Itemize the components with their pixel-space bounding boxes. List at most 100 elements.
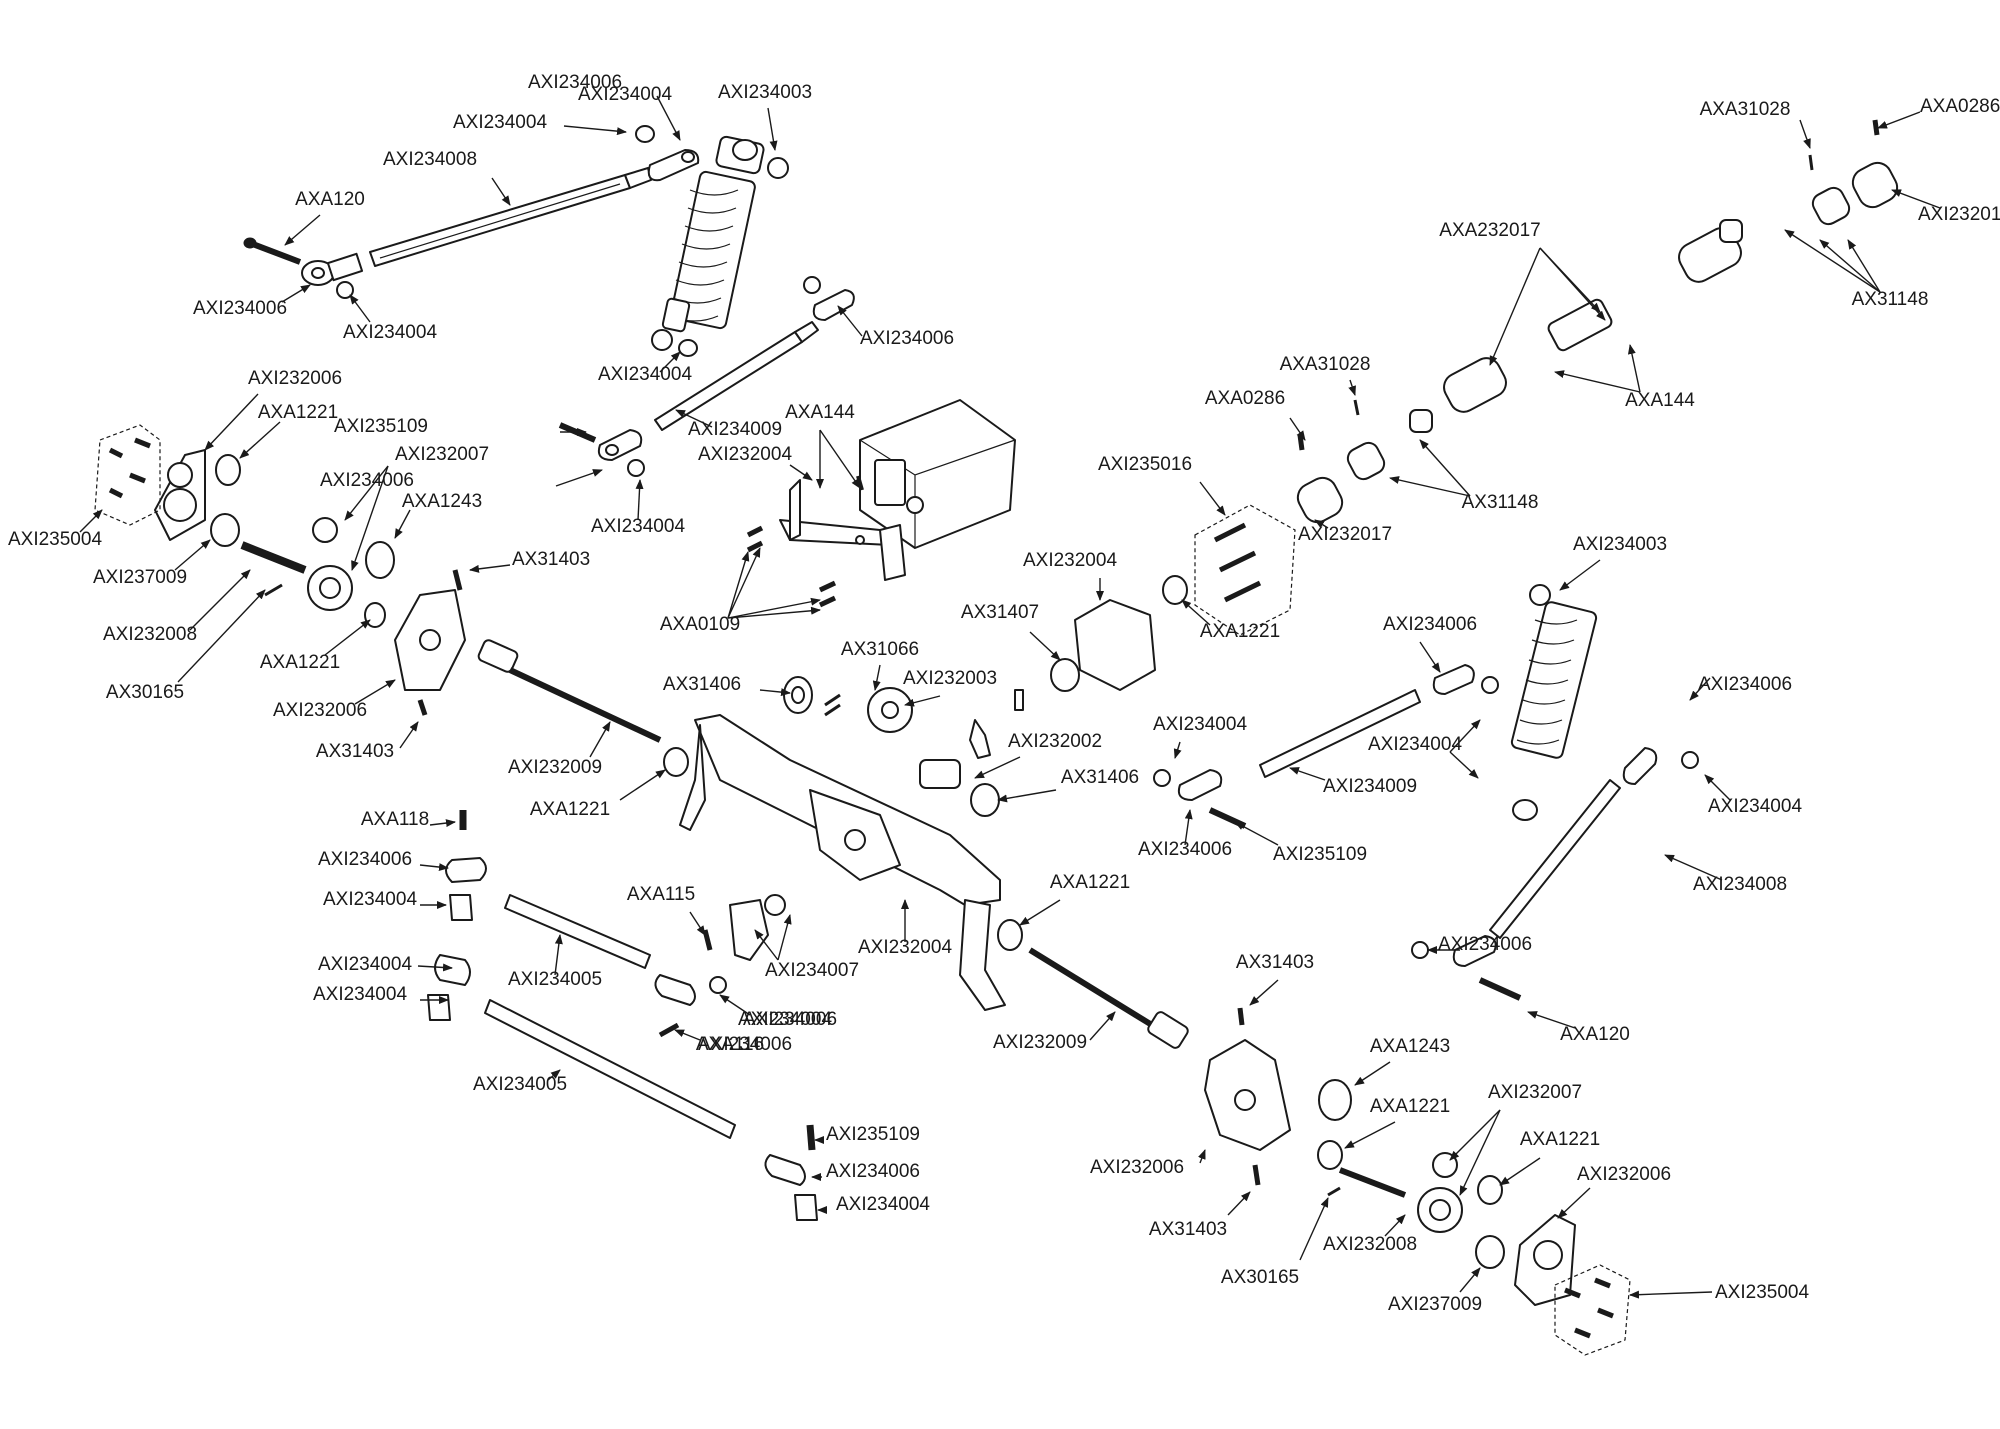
- part-label: AXI232009: [993, 1032, 1087, 1053]
- leader-arrow: [974, 756, 1021, 779]
- part-label: AXI232003: [903, 668, 997, 689]
- part-label: AXI235004: [8, 529, 102, 550]
- part-label: AXI237009: [1388, 1294, 1482, 1315]
- leader-arrow: [1819, 239, 1881, 293]
- leader-arrow: [759, 688, 791, 697]
- part-label: AXI234008: [1693, 874, 1787, 895]
- leader-arrow: [349, 294, 371, 323]
- leader-arrow: [674, 1029, 701, 1041]
- part-label: AXA1221: [258, 402, 338, 423]
- part-label: AXA1221: [1050, 872, 1130, 893]
- part-label: AXI232002: [1008, 731, 1102, 752]
- ring-pinion-gears: [783, 676, 1024, 817]
- link-rod-mid-left: [654, 276, 855, 431]
- part-illustrations: [94, 119, 1899, 1356]
- part-label: AXI234004: [323, 889, 417, 910]
- leader-arrow: [727, 606, 821, 619]
- leader-arrow: [1348, 379, 1356, 396]
- leader-arrow: [324, 619, 371, 656]
- part-label: AXI232004: [1023, 550, 1117, 571]
- leader-arrow: [789, 464, 813, 481]
- leader-arrow: [1877, 111, 1921, 129]
- part-label: AXI234005: [473, 1074, 567, 1095]
- part-label: AXA120: [1560, 1024, 1630, 1045]
- part-label: AXI234006: [860, 328, 954, 349]
- part-label: AXI234004: [591, 516, 685, 537]
- part-label: AXI234004: [1153, 714, 1247, 735]
- part-label: AXI232008: [1323, 1234, 1417, 1255]
- leader-arrow: [491, 177, 511, 206]
- leader-arrow: [1181, 599, 1211, 626]
- leader-arrow: [1799, 119, 1811, 149]
- leader-arrow: [777, 914, 792, 961]
- part-label: AXI234004: [318, 954, 412, 975]
- leader-arrow: [344, 465, 389, 521]
- part-label: AXI235004: [1715, 1282, 1809, 1303]
- leader-arrow: [1784, 229, 1881, 293]
- part-label: AXI234006: [743, 1009, 837, 1030]
- part-label: AXI235109: [1273, 844, 1367, 865]
- part-label: AXA1221: [260, 652, 340, 673]
- part-label: AXI234008: [383, 149, 477, 170]
- leader-arrow: [754, 929, 779, 961]
- leader-arrow: [417, 963, 453, 972]
- part-label: AX31148: [1462, 492, 1539, 513]
- leader-arrow: [689, 911, 706, 936]
- part-label: AXI234004: [1368, 734, 1462, 755]
- part-label: AXA115: [627, 884, 695, 905]
- part-label: AXI234004: [453, 112, 547, 133]
- driveshaft-upper-right: [1296, 119, 1899, 524]
- leader-arrow: [719, 994, 751, 1016]
- part-label: AXA118: [361, 809, 429, 830]
- part-label: AXA144: [785, 402, 855, 423]
- part-label: AXI232017: [1918, 204, 2000, 225]
- part-label: AXI234006: [193, 298, 287, 319]
- part-label: AXI232017: [1298, 524, 1392, 545]
- part-label: AXI235109: [826, 1124, 920, 1145]
- part-label: AXA1221: [1520, 1129, 1600, 1150]
- leader-arrow: [1029, 631, 1061, 661]
- part-label: AXA0286: [1205, 388, 1285, 409]
- leader-arrow: [1234, 821, 1279, 846]
- part-label: AXI234006: [1438, 934, 1532, 955]
- leader-arrow: [767, 107, 778, 151]
- leader-arrow: [354, 679, 396, 705]
- leader-arrow: [819, 429, 861, 489]
- leader-arrow: [1019, 899, 1061, 926]
- leader-arrow: [204, 393, 259, 451]
- part-label: AXI234009: [1323, 776, 1417, 797]
- leader-arrow: [1344, 1121, 1396, 1149]
- leader-arrow: [1389, 476, 1471, 497]
- part-label: AXI235109: [334, 416, 428, 437]
- leader-arrow: [1459, 1267, 1481, 1293]
- part-label: AXI232006: [1090, 1157, 1184, 1178]
- part-label: AXA1221: [1370, 1096, 1450, 1117]
- leader-arrow: [1557, 1187, 1591, 1219]
- part-label: AXI237009: [93, 567, 187, 588]
- leader-arrow: [1199, 481, 1226, 516]
- servo-mount: [779, 479, 906, 581]
- part-label: AXI234006: [1698, 674, 1792, 695]
- rod-end-top: [635, 125, 789, 182]
- leader-arrow: [1704, 774, 1731, 801]
- leader-arrow: [1384, 1214, 1406, 1237]
- leader-arrow: [659, 351, 681, 373]
- leader-arrow: [1629, 1290, 1713, 1299]
- rod-end-left-upper: [301, 252, 364, 299]
- part-label: AX31403: [1236, 952, 1314, 973]
- leader-arrow: [177, 589, 266, 683]
- axle-housing: [679, 714, 1023, 1011]
- shock-absorber-right: [1510, 584, 1598, 821]
- leader-arrow: [1689, 677, 1711, 701]
- steering-knuckle-right: [1028, 947, 1631, 1356]
- leader-arrow: [555, 469, 603, 487]
- leader-arrow: [394, 509, 411, 539]
- leader-arrow: [1664, 854, 1723, 881]
- leader-arrow: [1559, 559, 1601, 591]
- part-label: AXI234005: [508, 969, 602, 990]
- part-label: AXA31028: [1700, 99, 1791, 120]
- leader-arrow: [1449, 1109, 1501, 1161]
- part-label: AX31403: [512, 549, 590, 570]
- leader-arrow: [1184, 809, 1193, 846]
